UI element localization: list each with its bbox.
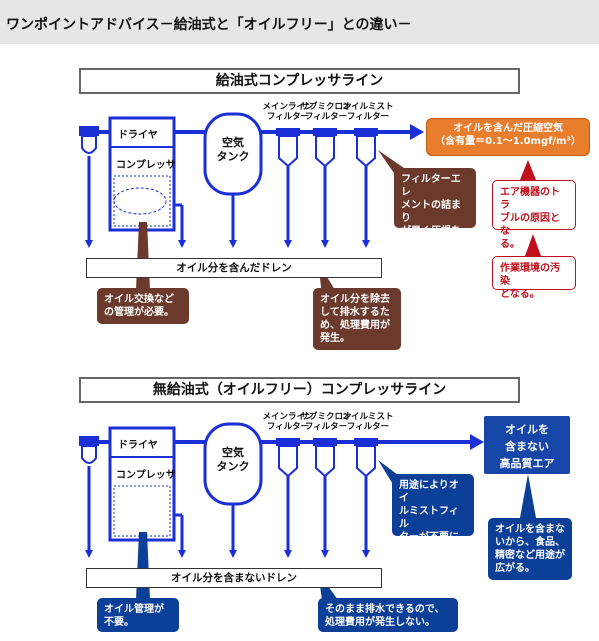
filter-label-main: メインラインフィルター [262, 412, 314, 432]
callout-filter-clog: フィルターエレメントの詰まりが早く圧損を生む。 [394, 168, 476, 263]
callout-drain-cost: オイル分を除去して排水するため、処理費用が発生。 [313, 288, 401, 350]
callout-no-drain-cost: そのまま排水できるので、処理費用が発生しない。 [318, 598, 458, 632]
section-title-oil-lubricated: 給油式コンプレッサライン [79, 68, 520, 94]
compressor-label: コンプレッサ [116, 160, 176, 171]
output-oil-free-air: オイルを含まない高品質エア [484, 416, 570, 474]
filter-main [276, 128, 300, 248]
top-line [79, 112, 541, 295]
filter-submicron [313, 438, 337, 558]
dryer-compressor-unit [108, 426, 176, 542]
intake-filter [81, 135, 97, 154]
filter-oilmist [354, 128, 378, 248]
filter-main [276, 438, 300, 558]
pointer-trouble [520, 160, 536, 180]
filter-label-submicron: サブミクロンフィルター [300, 102, 352, 122]
tank-label: 空気タンク [216, 446, 250, 473]
intake-filter [81, 445, 97, 464]
drain-box-oil-free: オイル分を含まないドレン [86, 568, 382, 588]
page-header: ワンポイントアドバイス－給油式と「オイルフリー」との違い－ [0, 0, 599, 44]
filter-label-main: メインラインフィルター [262, 102, 314, 122]
pointer-env [525, 234, 541, 256]
callout-wider-uses: オイルを含まないから、食品、精密など用途が広がる。 [488, 518, 572, 580]
filter-label-oilmist: オイルミストフィルター [342, 412, 394, 432]
filter-submicron [313, 128, 337, 248]
pointer-oil [136, 532, 150, 600]
callout-no-oil-management: オイル管理が不要。 [97, 598, 179, 632]
page-title: ワンポイントアドバイス－給油式と「オイルフリー」との違い－ [6, 17, 412, 33]
filter-oilmist [354, 438, 378, 558]
section-title-oil-free: 無給油式（オイルフリー）コンプレッサライン [79, 377, 520, 403]
drain-box-oily: オイル分を含んだドレン [86, 258, 382, 278]
callout-equipment-trouble: エア機器のトラブルの原因となる。 [492, 180, 576, 250]
pointer-oil [136, 222, 150, 290]
compressor-label: コンプレッサ [116, 470, 176, 481]
callout-no-mist-filter: 用途によりオイルミストフィルターが不要になる。 [392, 474, 474, 569]
filter-label-oilmist: オイルミストフィルター [342, 102, 394, 122]
dryer-label: ドライヤ [118, 440, 158, 451]
output-oily-air: オイルを含んだ圧縮空気（含有量＝0.1～1.0mgf/m³） [426, 118, 590, 156]
main-pipe-arrow [470, 434, 484, 450]
oil-reservoir [113, 187, 167, 215]
callout-environment: 作業環境の汚染となる。 [492, 256, 576, 300]
callout-oil-management: オイル交換などの管理が必要。 [97, 288, 189, 324]
dryer-label: ドライヤ [118, 130, 158, 141]
tank-label: 空気タンク [216, 136, 250, 163]
pointer-food [520, 474, 536, 518]
intake-cap [79, 126, 99, 136]
filter-label-submicron: サブミクロンフィルター [300, 412, 352, 432]
main-pipe-arrow [410, 124, 424, 140]
